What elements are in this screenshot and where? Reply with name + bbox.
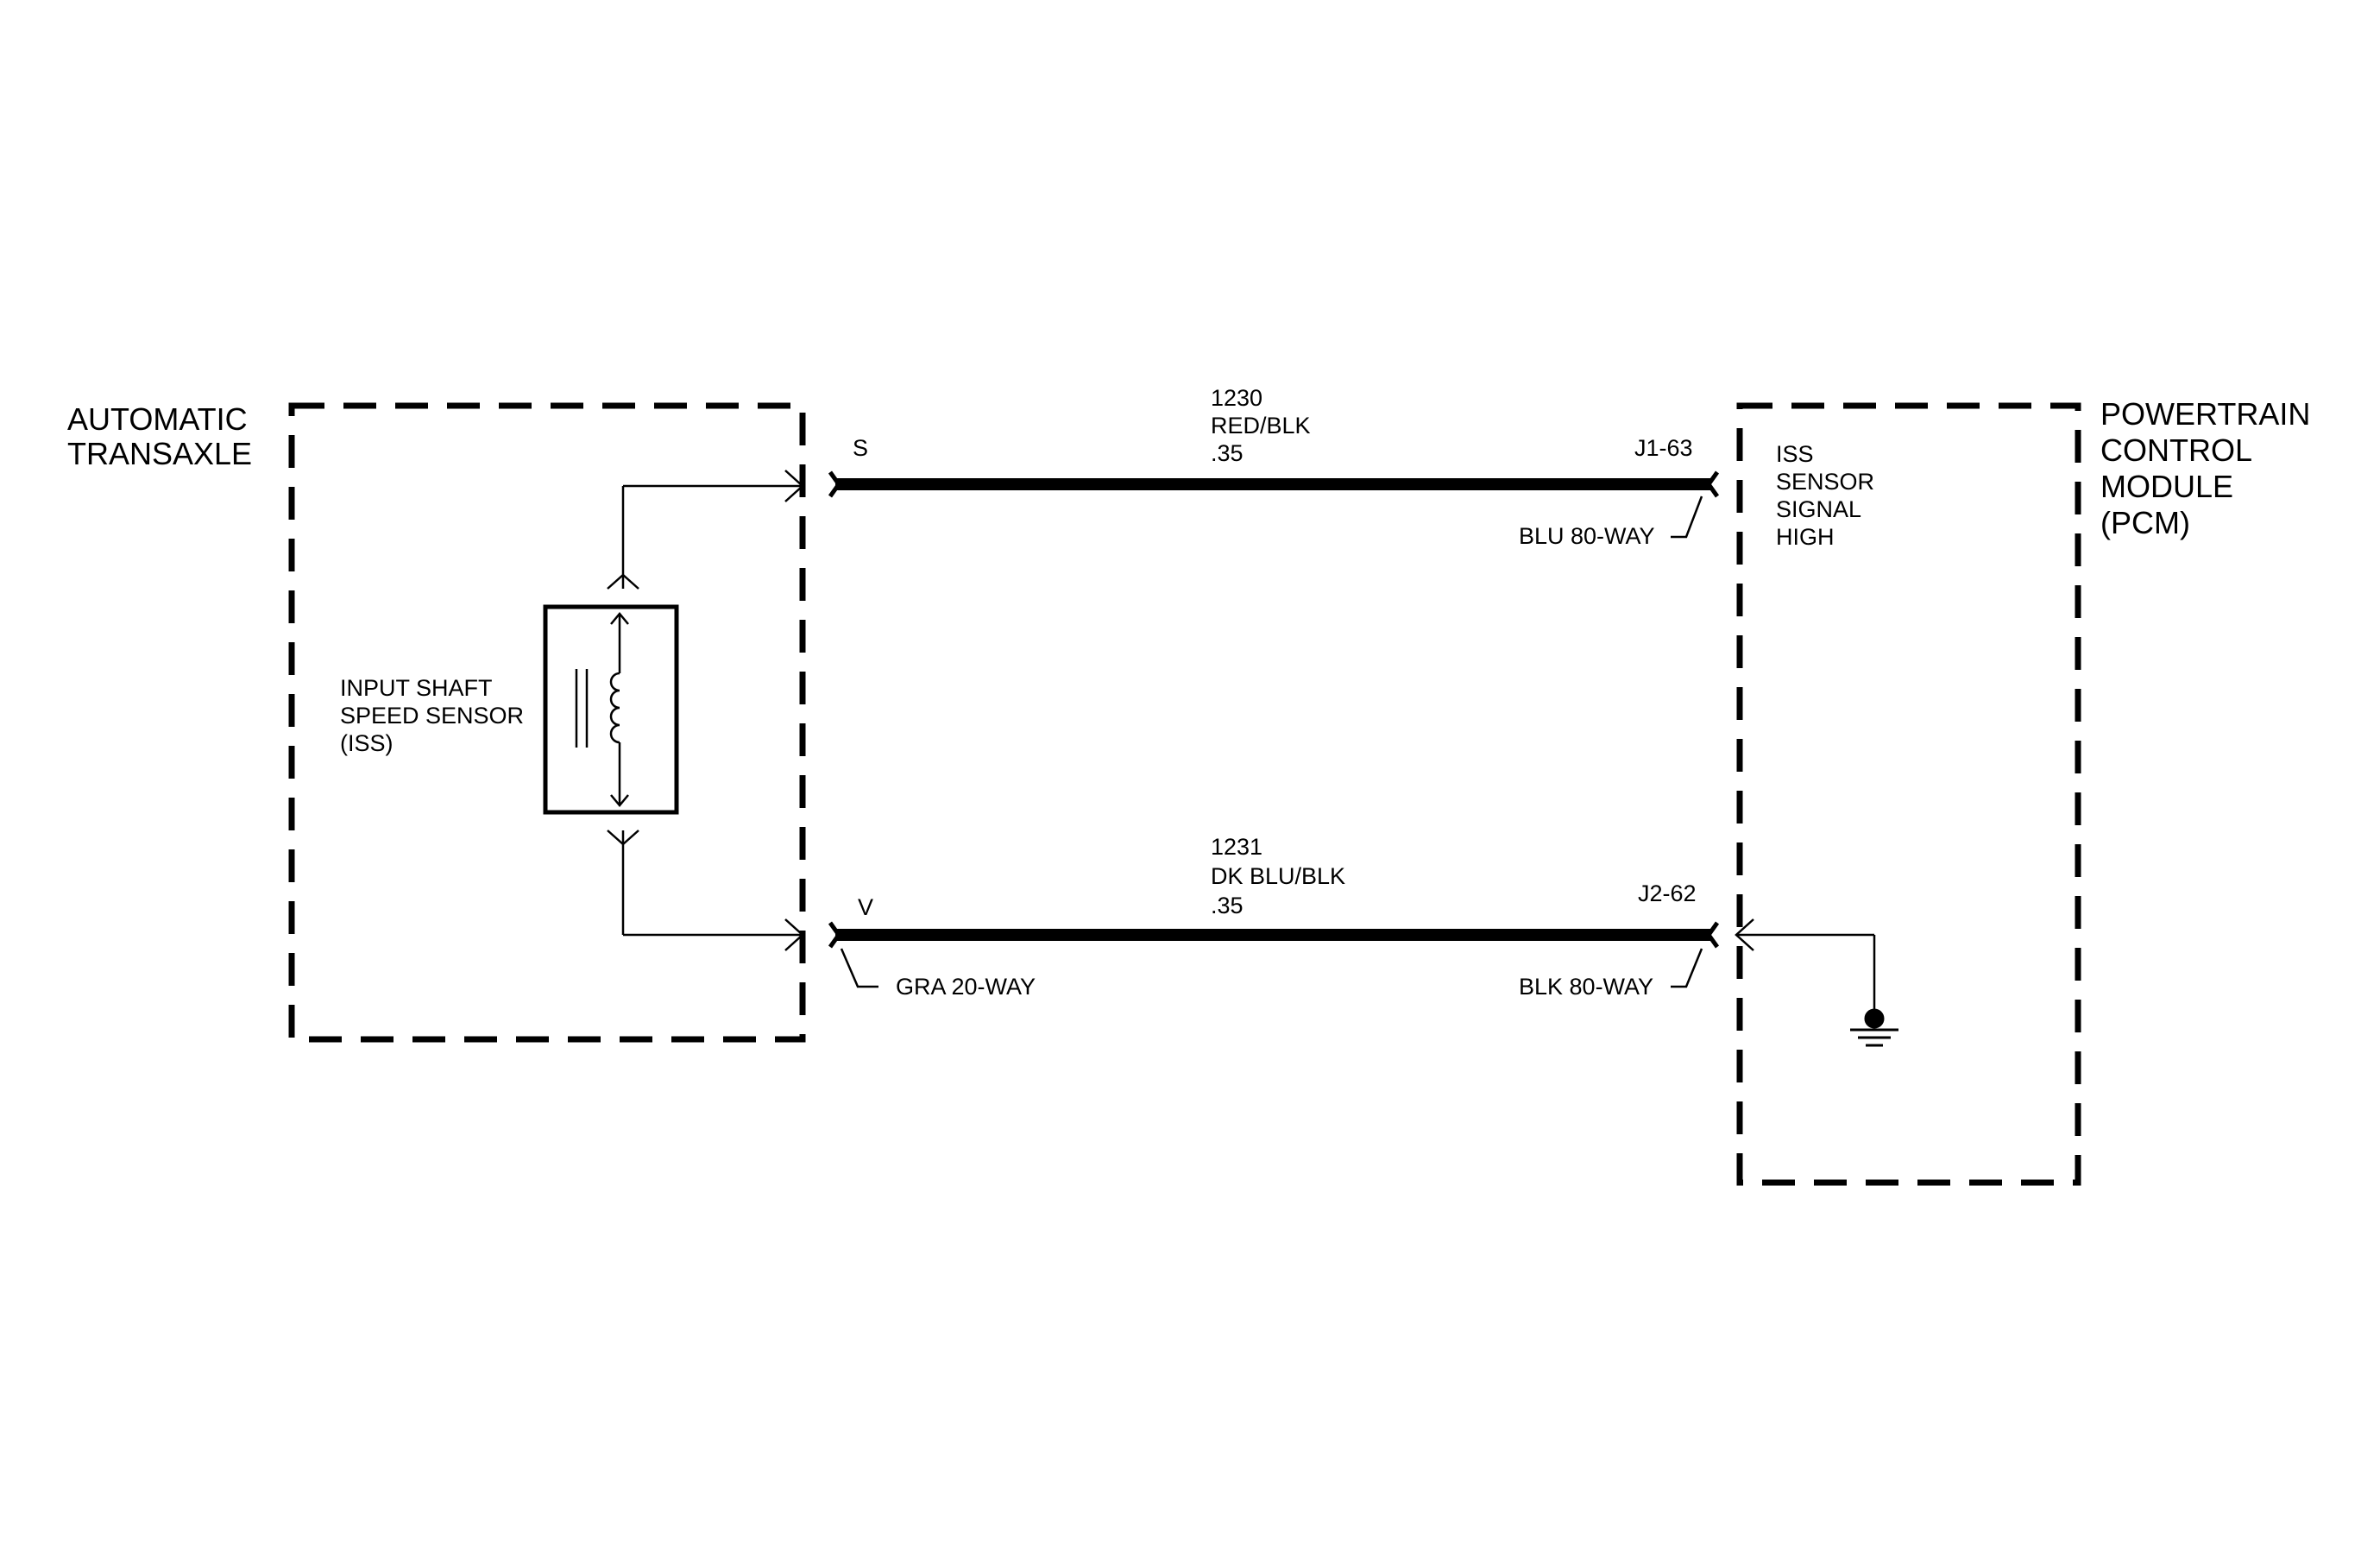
- iss-sensor-label: INPUT SHAFT SPEED SENSOR (ISS): [340, 675, 531, 756]
- wire-1231-gauge: .35: [1211, 893, 1244, 918]
- wire-1230-right-pin: J1-63: [1634, 435, 1693, 461]
- iss-coil-symbol: [575, 612, 629, 807]
- wire-1231-left-connector-leader: [840, 948, 878, 988]
- wire-1230-terminals: [828, 470, 1720, 498]
- wire-1231-right-pin: J2-62: [1638, 880, 1697, 906]
- wire-1230-circuit: 1230: [1211, 385, 1262, 411]
- wire-1231-right-connector: BLK 80-WAY: [1519, 974, 1653, 1000]
- transaxle-boundary: [288, 402, 806, 1043]
- pcm-internal-lead: [1735, 918, 1876, 1015]
- wire-1231-circuit: 1231: [1211, 834, 1262, 860]
- wire-1230-gauge: .35: [1211, 440, 1244, 466]
- sensor-lead-lower: [607, 830, 804, 951]
- wire-1230-connector-leader: [1671, 495, 1703, 539]
- pcm-title: POWERTRAIN CONTROL MODULE (PCM): [2100, 396, 2319, 540]
- wire-1230-color: RED/BLK: [1211, 413, 1311, 439]
- wire-1230-left-terminal: S: [853, 435, 868, 461]
- wire-1230-right-connector: BLU 80-WAY: [1519, 523, 1655, 549]
- ground-icon: [1850, 1008, 1898, 1047]
- transaxle-title: AUTOMATIC TRANSAXLE: [67, 401, 256, 471]
- wire-1231-terminals: [828, 921, 1720, 949]
- iss-sensor-box: [543, 604, 679, 815]
- wire-1231-color: DK BLU/BLK: [1211, 863, 1345, 889]
- wire-1231-right-connector-leader: [1671, 948, 1703, 988]
- pcm-boundary: [1736, 402, 2081, 1186]
- wire-1231-left-terminal: V: [858, 894, 873, 920]
- sensor-lead-upper: [607, 470, 804, 590]
- wire-1231-left-connector: GRA 20-WAY: [896, 974, 1036, 1000]
- pcm-signal-label: ISS SENSOR SIGNAL HIGH: [1776, 441, 1881, 550]
